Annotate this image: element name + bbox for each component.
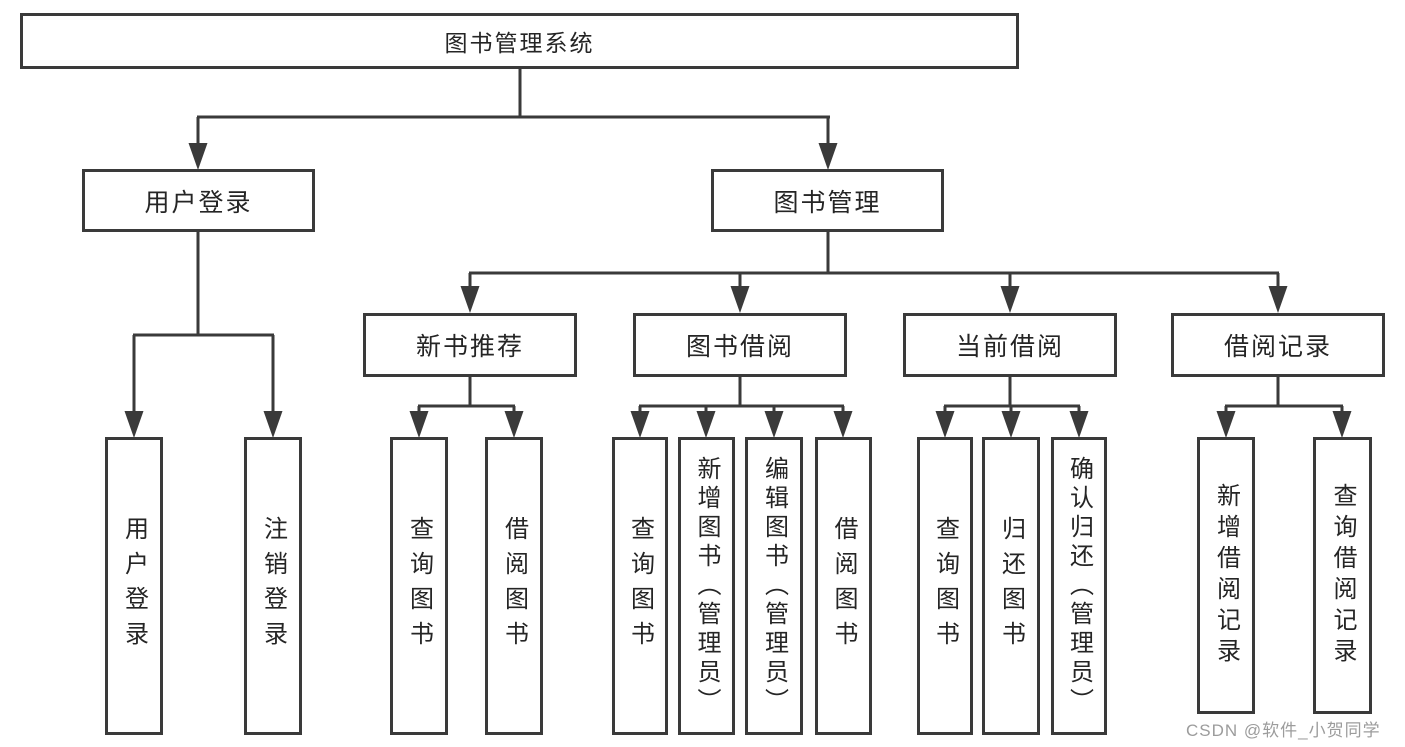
leaf-borrow-books: 借阅图书 <box>815 437 872 735</box>
node-label: 图书管理系统 <box>444 30 595 56</box>
node-label: 归还图书 <box>997 516 1025 656</box>
node-label: 图书借阅 <box>685 333 794 361</box>
node-label: 新书推荐 <box>415 333 524 361</box>
leaf-user-login: 用户登录 <box>105 437 163 735</box>
node-label: 注销登录 <box>259 516 287 656</box>
node-label: 借阅图书 <box>500 516 528 656</box>
node-new-book-recommendation: 新书推荐 <box>363 313 577 377</box>
node-current-borrowing: 当前借阅 <box>903 313 1117 377</box>
leaf-query-borrow-record: 查询借阅记录 <box>1313 437 1372 714</box>
node-label: 查询图书 <box>931 516 959 656</box>
node-label: 用户登录 <box>144 188 253 217</box>
leaf-confirm-return-admin: 确认归还（管理员） <box>1051 437 1107 735</box>
csdn-watermark: CSDN @软件_小贺同学 <box>1186 721 1381 740</box>
node-label: 确认归还（管理员） <box>1065 455 1093 717</box>
node-label: 新增借阅记录 <box>1212 482 1240 669</box>
node-library-management-system: 图书管理系统 <box>20 13 1019 69</box>
leaf-add-borrow-record: 新增借阅记录 <box>1197 437 1255 714</box>
leaf-borrow-books-recommend: 借阅图书 <box>485 437 543 735</box>
node-book-management: 图书管理 <box>711 169 944 232</box>
node-user-login: 用户登录 <box>82 169 315 232</box>
node-borrowing-records: 借阅记录 <box>1171 313 1385 377</box>
leaf-query-books-recommend: 查询图书 <box>390 437 448 735</box>
node-label: 查询图书 <box>405 516 433 656</box>
node-label: 借阅记录 <box>1223 333 1332 361</box>
leaf-add-book-admin: 新增图书（管理员） <box>678 437 735 735</box>
leaf-edit-book-admin: 编辑图书（管理员） <box>745 437 803 735</box>
leaf-query-books-current: 查询图书 <box>917 437 973 735</box>
node-label: 查询借阅记录 <box>1329 482 1356 669</box>
node-label: 当前借阅 <box>955 333 1064 361</box>
node-book-borrowing: 图书借阅 <box>633 313 847 377</box>
node-label: 借阅图书 <box>830 516 857 656</box>
node-label: 查询图书 <box>626 516 654 656</box>
node-label: 图书管理 <box>773 188 882 217</box>
leaf-return-books: 归还图书 <box>982 437 1040 735</box>
leaf-logout: 注销登录 <box>244 437 302 735</box>
node-label: 编辑图书（管理员） <box>760 455 788 717</box>
node-label: 用户登录 <box>120 516 148 656</box>
node-label: 新增图书（管理员） <box>693 455 720 717</box>
leaf-query-books-borrowing: 查询图书 <box>612 437 668 735</box>
